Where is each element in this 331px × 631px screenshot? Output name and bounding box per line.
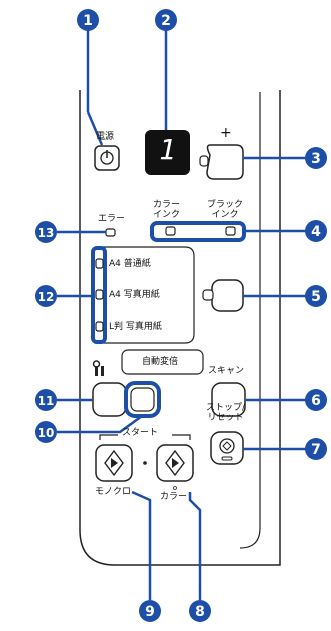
callout-1: 1 (77, 9, 99, 31)
svg-text:7: 7 (311, 442, 321, 458)
scan-label: スキャン (208, 366, 245, 376)
svg-text:3: 3 (311, 151, 321, 167)
svg-text:1: 1 (83, 13, 93, 29)
black-start-button[interactable] (95, 444, 133, 482)
paper-lamp-l-photo (95, 321, 104, 332)
plus-label: + (220, 125, 232, 141)
callout-2: 2 (155, 9, 177, 31)
plus-button[interactable] (199, 144, 244, 180)
power-label: 電源 (96, 132, 115, 142)
color-ink-lamp (165, 226, 176, 236)
color-start-button[interactable] (156, 444, 194, 482)
stop-reset-label: ストップ/ リセット (206, 403, 246, 423)
paper-option-l-photo: L判 写真用紙 (109, 322, 162, 332)
callout-12: 12 (35, 285, 57, 307)
maintenance-icon (92, 360, 104, 376)
svg-text:8: 8 (195, 604, 205, 620)
callout-6: 6 (305, 389, 327, 411)
svg-text:10: 10 (38, 426, 55, 440)
start-icon (165, 449, 185, 477)
svg-text:13: 13 (38, 226, 55, 240)
power-button[interactable] (94, 145, 120, 171)
start-label: スタート (122, 428, 159, 438)
callout-4: 4 (305, 220, 327, 242)
svg-text:6: 6 (311, 393, 321, 409)
color-label: カラー (160, 492, 188, 502)
svg-text:2: 2 (161, 13, 171, 29)
svg-text:12: 12 (38, 290, 55, 304)
power-icon (100, 150, 114, 165)
svg-text:4: 4 (311, 224, 321, 240)
copy-count-display (145, 130, 190, 175)
callout-11: 11 (35, 389, 57, 411)
start-icon (104, 449, 124, 477)
maintenance-button[interactable] (92, 382, 127, 417)
paper-option-a4-photo: A4 写真用紙 (109, 290, 160, 300)
error-label: エラー (98, 214, 126, 224)
callout-7: 7 (305, 438, 327, 460)
callout-9: 9 (139, 600, 161, 622)
auto-zoom-label: 自動変倍 (142, 357, 179, 367)
svg-text:9: 9 (145, 604, 155, 620)
display-digit: 1 (159, 133, 176, 166)
paper-select-button[interactable] (202, 279, 244, 312)
svg-text:11: 11 (38, 394, 55, 408)
stop-reset-button[interactable] (210, 431, 244, 465)
callout-badges: 1 2 3 4 5 6 7 8 9 10 11 12 13 (35, 9, 327, 622)
mono-label: モノクロ (95, 487, 132, 497)
callout-10: 10 (35, 421, 57, 443)
black-ink-label: ブラック インク (207, 200, 244, 220)
paper-option-a4-plain: A4 普通紙 (109, 259, 151, 269)
callout-3: 3 (305, 147, 327, 169)
paper-lamp-a4-photo (95, 289, 104, 300)
paper-lamp-a4-plain (95, 258, 104, 269)
callout-13: 13 (35, 221, 57, 243)
stop-icon (219, 438, 235, 461)
black-ink-lamp (225, 226, 236, 236)
callout-5: 5 (305, 285, 327, 307)
callout-8: 8 (189, 600, 211, 622)
svg-text:5: 5 (311, 289, 321, 305)
color-ink-label: カラー インク (153, 200, 181, 220)
error-lamp (105, 228, 116, 237)
